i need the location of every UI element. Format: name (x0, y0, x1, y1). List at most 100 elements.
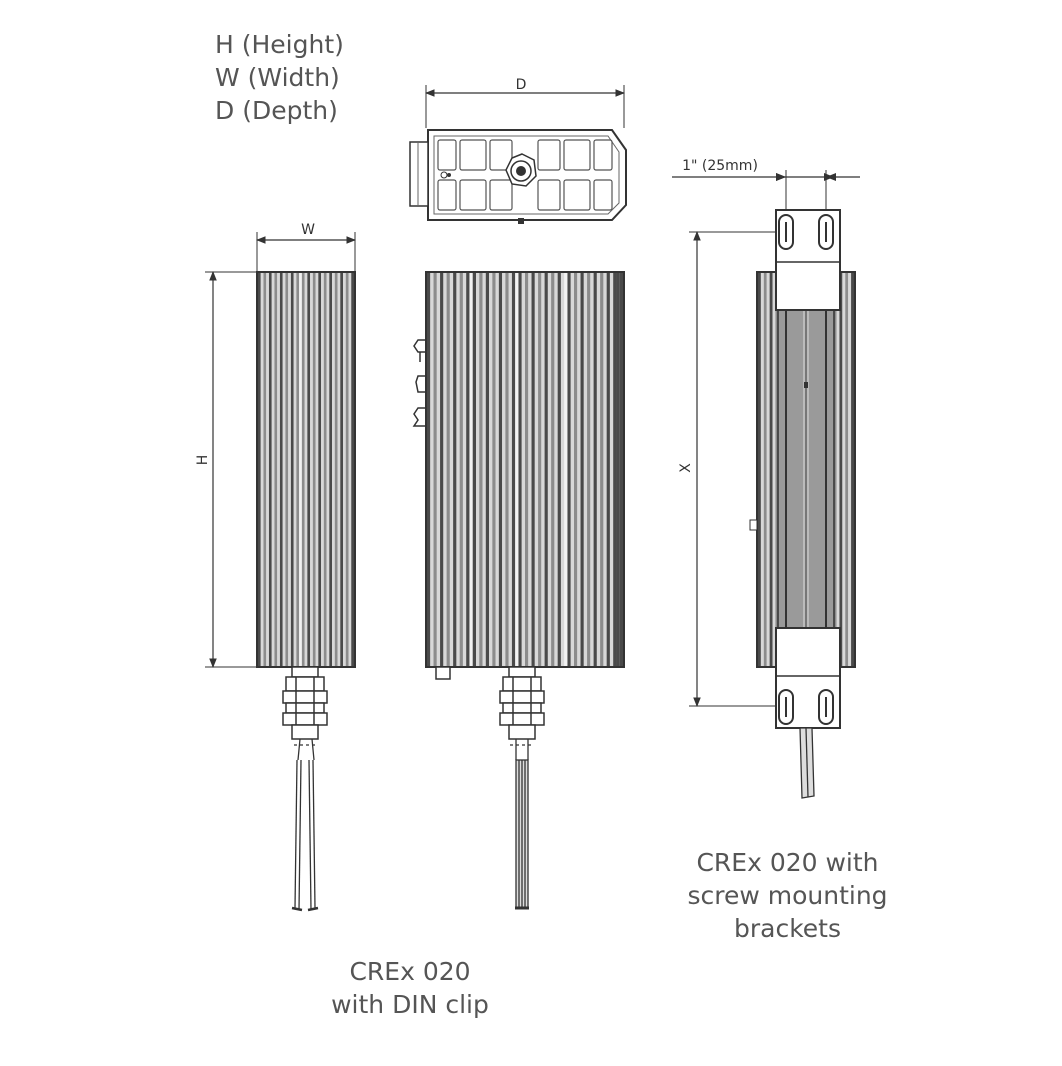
bracket-view: 1" (25mm) X (672, 158, 860, 799)
fin-stripe (833, 273, 837, 666)
side-view: W H (195, 222, 356, 912)
fin-stripe (613, 273, 617, 666)
fin-stripe (521, 273, 525, 666)
fin-stripe (315, 273, 319, 666)
fin-stripe (515, 273, 519, 666)
fin-stripe (518, 273, 522, 666)
fin-stripe (587, 273, 591, 666)
fin-stripe (511, 273, 516, 666)
fin-stripe (763, 273, 767, 666)
fin-stripe (462, 273, 467, 666)
height-label: H (195, 455, 211, 466)
fin-stripe (479, 273, 483, 666)
fin-stripe (851, 273, 854, 666)
cable-gland-top (505, 153, 537, 187)
fin-stripe (551, 273, 555, 666)
fin-stripe (282, 273, 286, 666)
fin-stripe (609, 273, 614, 666)
width-label: W (301, 222, 315, 238)
fin-stripe (459, 273, 463, 666)
front-fins (427, 273, 623, 666)
legend-depth: D (Depth) (215, 96, 338, 125)
fin-stripe (775, 273, 779, 666)
fin-stripe (583, 273, 588, 666)
x-label: X (678, 463, 694, 473)
fin-stripe (570, 273, 574, 666)
fin-stripe (574, 273, 578, 666)
caption-screw-line2: screw mounting (687, 881, 888, 910)
fin-stripe (296, 273, 300, 666)
fin-stripe (274, 273, 278, 666)
fin-stripe (534, 273, 539, 666)
cable-front (510, 739, 534, 910)
fin-stripe (508, 273, 512, 666)
fin-stripe (616, 273, 620, 666)
fin-stripe (310, 273, 313, 666)
fin-stripe (541, 273, 545, 666)
caption-screw-line1: CREx 020 with (696, 848, 879, 877)
fin-stripe (337, 273, 341, 666)
fin-stripe (498, 273, 503, 666)
fin-stripe (469, 273, 473, 666)
fin-stripe (489, 273, 493, 666)
cable-bracket (799, 727, 815, 799)
fin-stripe (495, 273, 499, 666)
fin-stripe (312, 273, 316, 666)
fin-stripe (606, 273, 610, 666)
din-clip-side (412, 339, 426, 427)
fin-stripe (600, 273, 604, 666)
fin-stripe (271, 273, 275, 666)
fin-stripe (301, 273, 305, 666)
bracket-offset-label: 1" (25mm) (682, 158, 758, 174)
din-clip-top (409, 141, 429, 207)
fin-stripe (557, 273, 561, 666)
fin-stripe (285, 273, 289, 666)
fin-stripe (528, 273, 532, 666)
fin-stripe (321, 273, 324, 666)
fin-stripe (580, 273, 584, 666)
fin-stripe (839, 273, 843, 666)
caption-din-clip: CREx 020 with DIN clip (300, 955, 520, 1021)
fin-stripe (560, 273, 565, 666)
fin-stripe (547, 273, 552, 666)
fin-stripe (299, 273, 302, 666)
fin-stripe (323, 273, 327, 666)
fin-stripe (485, 273, 490, 666)
fin-stripe (449, 273, 454, 666)
fin-stripe (343, 273, 346, 666)
caption-din-line2: with DIN clip (331, 990, 489, 1019)
fin-stripe (433, 273, 437, 666)
front-view (412, 271, 625, 910)
legend-height: H (Height) (215, 30, 344, 59)
cable-gland-front (499, 666, 545, 740)
fin-stripe (307, 273, 311, 666)
fin-stripe (590, 273, 594, 666)
legend-width: W (Width) (215, 63, 340, 92)
fin-stripe (845, 273, 849, 666)
fin-stripe (476, 273, 480, 666)
fin-stripe (482, 273, 486, 666)
depth-label: D (516, 77, 527, 93)
fin-stripe (266, 273, 269, 666)
fin-stripe (492, 273, 496, 666)
fin-stripe (290, 273, 294, 666)
fin-stripe (258, 273, 261, 666)
caption-din-line1: CREx 020 (349, 957, 471, 986)
fin-stripe (326, 273, 330, 666)
fin-stripe (472, 273, 476, 666)
fin-stripe (544, 273, 548, 666)
fin-stripe (525, 273, 529, 666)
fin-stripe (502, 273, 506, 666)
cable-side (291, 738, 319, 912)
fin-stripe (443, 273, 447, 666)
fin-stripe (758, 273, 761, 666)
fin-stripe (766, 273, 770, 666)
fin-stripe (340, 273, 344, 666)
fin-stripe (836, 273, 840, 666)
fin-stripe (288, 273, 291, 666)
fin-stripe (603, 273, 607, 666)
fin-stripe (554, 273, 558, 666)
fin-stripe (567, 273, 571, 666)
dimension-legend: H (Height) W (Width) D (Depth) (215, 28, 344, 127)
